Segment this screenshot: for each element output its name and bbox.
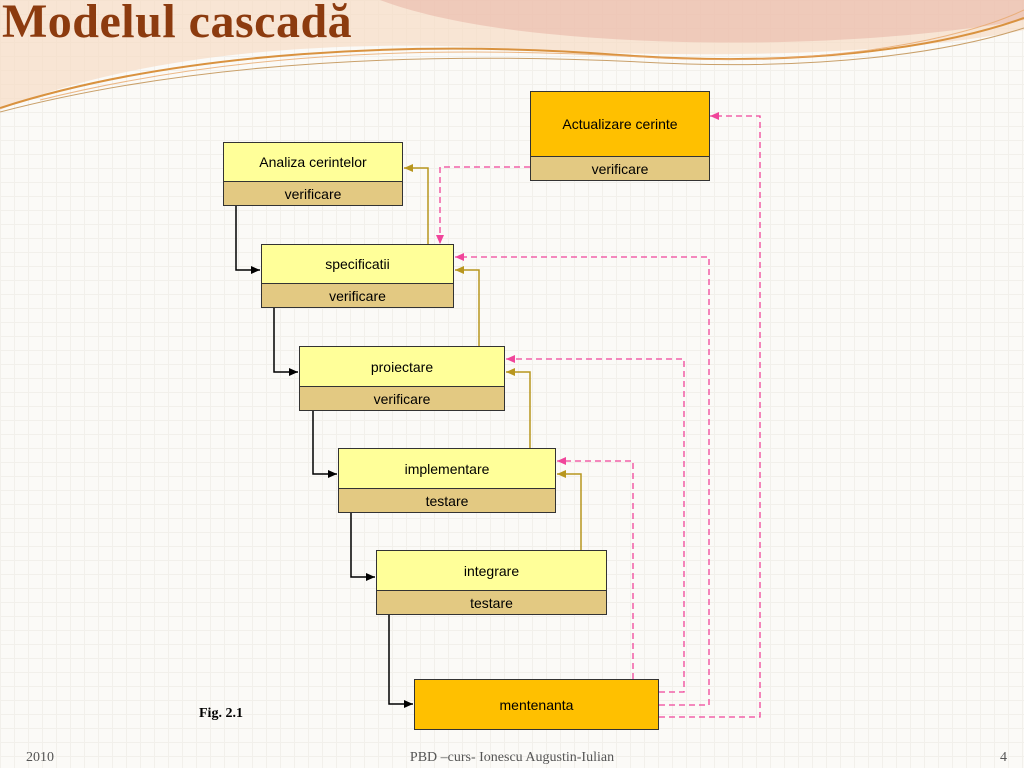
footer-year: 2010 (26, 750, 54, 765)
feedback-arrows (404, 164, 582, 550)
cascade-arrows (235, 205, 413, 708)
figure-caption: Fig. 2.1 (199, 706, 243, 721)
arrow-implementare-to-integrare (350, 512, 375, 581)
arrow-integrare-to-mentenanta (388, 614, 413, 708)
dashed-mentenanta-to-specificatii (455, 253, 710, 706)
box-actualizare-cerinte: Actualizare cerinte verificare (530, 91, 710, 181)
page-title: Modelul cascadă (2, 0, 353, 48)
arrow-analiza-to-specificatii (235, 205, 260, 274)
box-sublabel: verificare (262, 283, 453, 307)
box-analiza-cerintelor: Analiza cerintelor verificare (223, 142, 403, 206)
dashed-mentenanta-to-proiectare (506, 355, 685, 693)
box-label: proiectare (300, 347, 504, 386)
dashed-mentenanta-to-actualizare (659, 112, 761, 718)
feedback-implementare-to-proiectare (506, 368, 531, 448)
box-sublabel: verificare (531, 156, 709, 180)
box-specificatii: specificatii verificare (261, 244, 454, 308)
feedback-proiectare-to-specificatii (455, 266, 480, 346)
box-mentenanta: mentenanta (414, 679, 659, 730)
box-label: integrare (377, 551, 606, 590)
box-sublabel: testare (339, 488, 555, 512)
box-integrare: integrare testare (376, 550, 607, 615)
box-sublabel: testare (377, 590, 606, 614)
box-sublabel: verificare (224, 181, 402, 205)
box-label: specificatii (262, 245, 453, 283)
box-sublabel: verificare (300, 386, 504, 410)
box-label: Actualizare cerinte (531, 92, 709, 156)
maintenance-arrows (436, 112, 761, 718)
dashed-mentenanta-to-implementare (557, 457, 634, 679)
box-implementare: implementare testare (338, 448, 556, 513)
header-swoosh (0, 0, 1024, 113)
arrow-proiectare-to-implementare (312, 410, 337, 478)
page-number: 4 (1000, 750, 1007, 765)
feedback-integrare-to-implementare (557, 470, 582, 550)
feedback-specificatii-to-analiza (404, 164, 429, 244)
arrow-specificatii-to-proiectare (273, 307, 298, 376)
box-label: Analiza cerintelor (224, 143, 402, 181)
box-label: implementare (339, 449, 555, 488)
footer-center: PBD –curs- Ionescu Augustin-Iulian (409, 750, 615, 765)
dashed-actualizare-to-specificatii (436, 166, 530, 244)
box-label: mentenanta (499, 696, 574, 713)
box-proiectare: proiectare verificare (299, 346, 505, 411)
